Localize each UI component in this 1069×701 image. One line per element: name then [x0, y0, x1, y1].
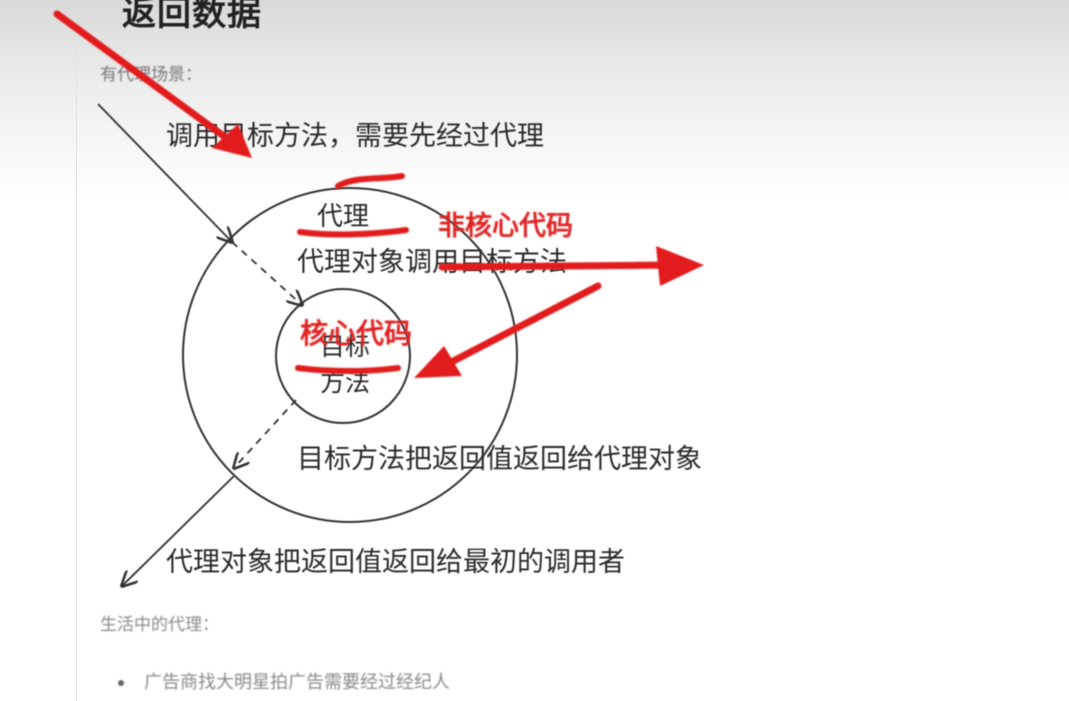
proxy-returns-text: 代理对象把返回值返回给最初的调用者 [166, 547, 625, 578]
call-arrow [97, 103, 232, 242]
annotation-arrowhead-core [414, 346, 462, 378]
annotation-arrow-core [432, 282, 602, 374]
annotation-arrow-right [438, 261, 684, 271]
target-returns-text: 目标方法把返回值返回给代理对象 [297, 444, 702, 475]
proxy-calls-text: 代理对象调用目标方法 [297, 247, 567, 278]
annotation-arrowhead-top [212, 124, 252, 158]
target-label-line1: 目标 [320, 332, 370, 361]
core-code-annotation: 核心代码 [300, 317, 412, 350]
annotation-underline-target [295, 365, 401, 374]
proxy-label: 代理 [317, 202, 369, 232]
target-return-arrow [234, 399, 297, 468]
bullet-icon [118, 680, 124, 686]
annotation-arrow-top [53, 10, 244, 152]
non-core-code-annotation: 非核心代码 [438, 210, 573, 242]
annotation-arrowhead-right [656, 246, 704, 286]
list-item-text: 广告商找大明星拍广告需要经过经纪人 [144, 672, 450, 693]
list-item: 广告商找大明星拍广告需要经过经纪人 [118, 668, 450, 694]
proxy-outer-circle [182, 187, 518, 523]
target-inner-circle [275, 288, 411, 424]
annotation-underline-proxy [297, 227, 409, 238]
page-title: 返回数据 [122, 0, 262, 34]
annotation-layer: 非核心代码 核心代码 [53, 10, 704, 378]
final-return-arrow [122, 475, 235, 586]
life-proxy-label: 生活中的代理： [100, 615, 219, 635]
annotation-squiggle [335, 173, 405, 189]
scene-label: 有代理场景： [100, 65, 202, 85]
left-divider [76, 40, 77, 701]
proxy-to-target-arrow [231, 241, 302, 305]
